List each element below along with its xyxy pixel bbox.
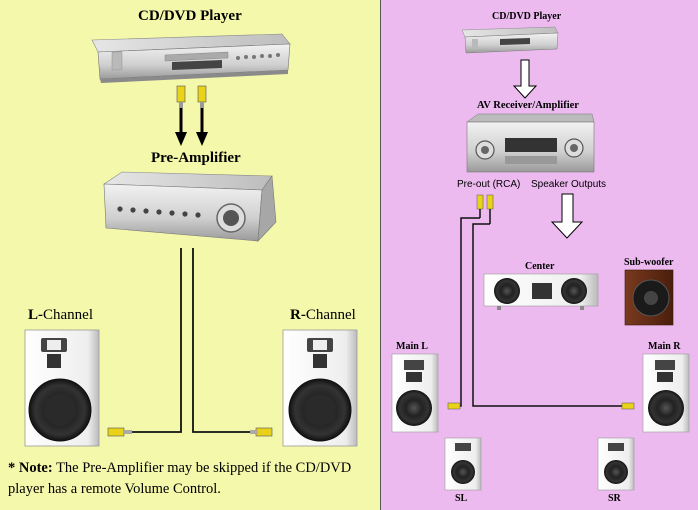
preout-label: Pre-out (RCA): [457, 179, 521, 190]
main-r-label: Main R: [648, 341, 681, 352]
panel-divider: [380, 0, 381, 510]
dvd-player-device-small: [461, 26, 559, 54]
sr-label: SR: [608, 493, 621, 504]
center-label: Center: [525, 261, 555, 272]
subwoofer-speaker: [624, 269, 674, 326]
speaker-outputs-label: Speaker Outputs: [531, 179, 607, 190]
av-receiver-label: AV Receiver/Amplifier: [477, 100, 579, 111]
note-heading: * Note:: [8, 460, 53, 476]
preamp-note: * Note: The Pre-Amplifier may be skipped…: [8, 458, 378, 500]
arrow-speaker-outputs: [550, 193, 584, 239]
main-l-label: Main L: [396, 341, 428, 352]
arrow-player-to-receiver: [512, 59, 538, 99]
right-channel-word: Channel: [305, 307, 356, 323]
right-channel-letter: R-: [290, 307, 306, 323]
right-channel-label: R-Channel: [290, 307, 356, 324]
left-channel-speaker: [24, 329, 100, 447]
center-speaker: [483, 273, 599, 310]
main-right-speaker: [642, 353, 690, 433]
pre-amplifier-device: [103, 171, 277, 242]
rca-cable-player-to-preamp: [175, 85, 208, 146]
av-receiver-device: [466, 113, 595, 173]
dvd-player-device: [91, 33, 291, 83]
subwoofer-label: Sub-woofer: [624, 257, 674, 268]
surround-left-speaker: [444, 437, 482, 491]
left-channel-label: L-Channel: [28, 307, 93, 324]
preamp-label: Pre-Amplifier: [151, 150, 241, 166]
main-left-speaker: [391, 353, 439, 433]
left-title-dvd-player: CD/DVD Player: [138, 8, 242, 24]
right-channel-speaker: [282, 329, 358, 447]
preout-rca-wires: [447, 194, 635, 410]
wires-preamp-to-speakers: [107, 248, 273, 437]
sl-label: SL: [455, 493, 468, 504]
left-channel-word: Channel: [43, 307, 93, 323]
right-title-dvd-player: CD/DVD Player: [492, 11, 562, 22]
left-channel-letter: L-: [28, 307, 43, 323]
surround-right-speaker: [597, 437, 635, 491]
note-text: The Pre-Amplifier may be skipped if the …: [8, 460, 352, 497]
